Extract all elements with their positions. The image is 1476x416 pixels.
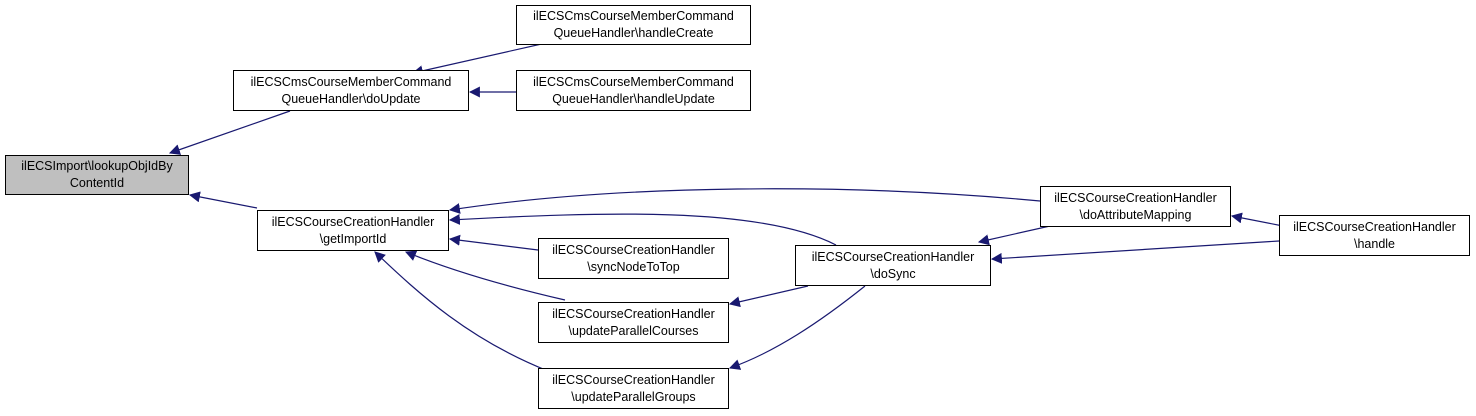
- node-line: ilECSCourseCreationHandler: [552, 306, 715, 321]
- edge-doAttributeMapping-to-getImportId: [448, 188, 1041, 214]
- node-getImportId[interactable]: ilECSCourseCreationHandler \getImportId: [257, 210, 449, 251]
- node-line: ContentId: [69, 176, 125, 190]
- edge-doSync-to-updateParallelGroups: [728, 285, 866, 370]
- node-line: \updateParallelGroups: [571, 389, 696, 404]
- edge-doSync-to-updateParallelCourses: [728, 285, 809, 308]
- node-line: ilECSCmsCourseMemberCommand: [533, 9, 734, 23]
- node-line: ilECSCourseCreationHandler: [271, 214, 435, 229]
- node-line: QueueHandler\handleUpdate: [552, 91, 715, 106]
- node-doSync[interactable]: ilECSCourseCreationHandler \doSync: [795, 245, 991, 286]
- node-lookupObjIdByContentId: ilECSImport\lookupObjIdBy ContentId: [5, 155, 189, 195]
- node-line: QueueHandler\handleCreate: [553, 26, 714, 40]
- node-line: \syncNodeToTop: [587, 259, 680, 274]
- edge-updateParallelGroups-to-getImportId: [374, 251, 549, 372]
- node-line: ilECSCmsCourseMemberCommand: [250, 74, 452, 89]
- node-handleCreate[interactable]: ilECSCmsCourseMemberCommand QueueHandler…: [516, 5, 751, 45]
- node-line: ilECSCmsCourseMemberCommand: [533, 74, 734, 89]
- node-line: \handle: [1353, 236, 1395, 251]
- node-line: ilECSImport\lookupObjIdBy: [21, 159, 173, 173]
- node-line: \doSync: [870, 266, 916, 281]
- edge-updateParallelCourses-to-getImportId: [404, 250, 566, 301]
- edge-handle-to-doSync: [990, 240, 1280, 264]
- node-doUpdate[interactable]: ilECSCmsCourseMemberCommand QueueHandler…: [233, 70, 469, 111]
- node-line: QueueHandler\doUpdate: [281, 91, 421, 106]
- node-line: ilECSCourseCreationHandler: [1293, 219, 1456, 234]
- edge-handle-to-doAttributeMapping: [1230, 212, 1284, 227]
- node-syncNodeToTop[interactable]: ilECSCourseCreationHandler \syncNodeToTo…: [538, 238, 729, 279]
- node-updateParallelCourses[interactable]: ilECSCourseCreationHandler \updateParall…: [538, 302, 729, 343]
- node-line: \getImportId: [319, 231, 387, 246]
- node-doAttributeMapping[interactable]: ilECSCourseCreationHandler \doAttributeM…: [1040, 186, 1231, 227]
- edge-doUpdate-to-root: [168, 110, 291, 155]
- edge-syncNodeToTop-to-getImportId: [448, 234, 539, 251]
- node-line: ilECSCourseCreationHandler: [552, 242, 715, 257]
- node-line: ilECSCourseCreationHandler: [1054, 190, 1217, 205]
- edge-doAttributeMapping-to-doSync: [977, 225, 1051, 246]
- node-updateParallelGroups[interactable]: ilECSCourseCreationHandler \updateParall…: [538, 368, 729, 409]
- node-line: \updateParallelCourses: [568, 323, 699, 338]
- node-handleUpdate[interactable]: ilECSCmsCourseMemberCommand QueueHandler…: [516, 70, 751, 111]
- edge-doSync-to-getImportId: [448, 213, 837, 246]
- node-line: ilECSCourseCreationHandler: [811, 249, 975, 264]
- edge-getImportId-to-root: [188, 191, 258, 209]
- node-line: ilECSCourseCreationHandler: [552, 372, 715, 387]
- edge-handleCreate-to-doUpdate: [411, 42, 547, 77]
- node-handle[interactable]: ilECSCourseCreationHandler \handle: [1279, 215, 1470, 256]
- node-line: \doAttributeMapping: [1079, 207, 1192, 222]
